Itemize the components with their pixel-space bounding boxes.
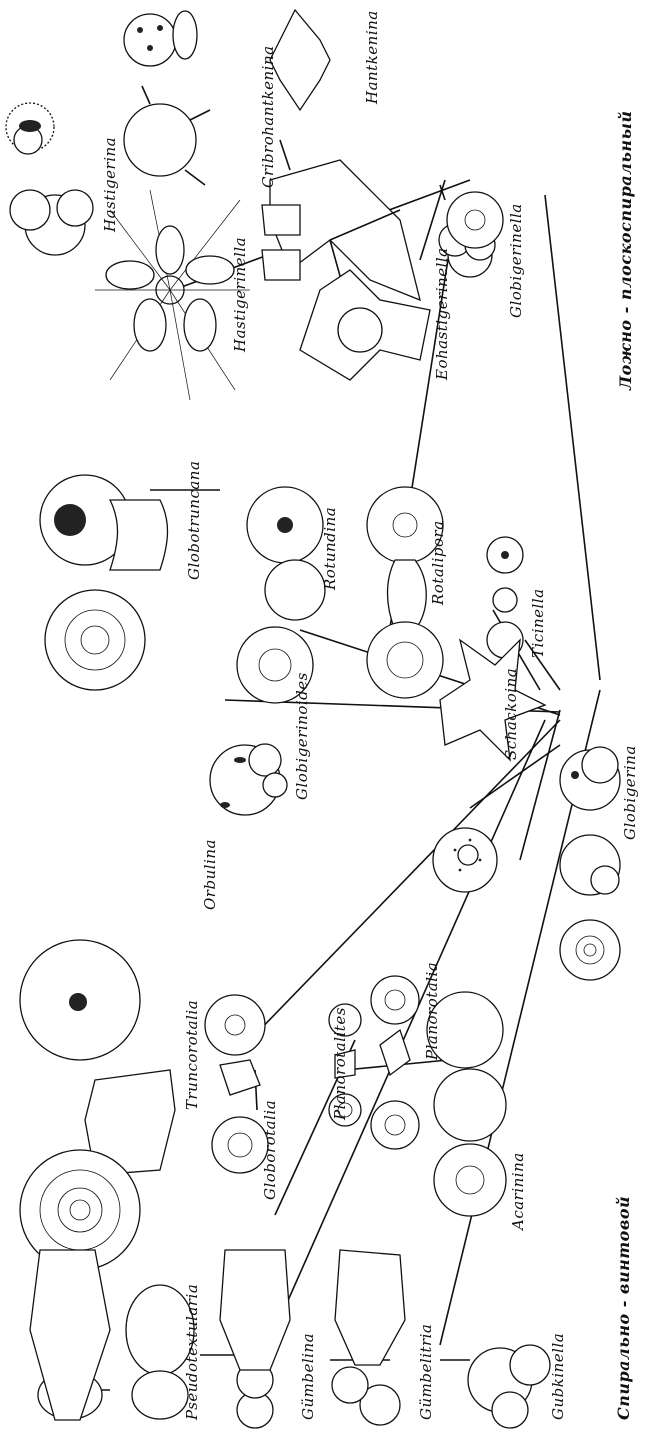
taxon-label-globigerinoides: Globigerinoides <box>294 672 310 800</box>
taxon-label-planorotalia: Planorotalia <box>424 962 440 1060</box>
orbulina-specimen <box>433 828 497 892</box>
taxon-label-hastigerina: Hastigerina <box>102 137 118 232</box>
taxon-label-eohastigerinella: Eohastigerinella <box>434 247 450 380</box>
gumbelitria-specimens <box>332 1250 405 1425</box>
globigerinoides-specimen <box>210 744 287 815</box>
taxon-label-gumbelina: Gümbelina <box>300 1333 316 1420</box>
taxon-label-gumbelitria: Gümbelitria <box>418 1324 434 1420</box>
taxon-label-schackoina: Schackoina <box>503 668 519 760</box>
group-label-pseudo-planispiral: Ложно - плоскоспиральный <box>618 111 634 391</box>
planorotalia-specimens <box>371 976 419 1149</box>
group-label-trochospiral-helical: Спирально - винтовой <box>616 1196 632 1420</box>
taxon-label-cribrohantkenina: Cribrohantkenina <box>260 45 276 188</box>
taxon-label-globigerinella: Globigerinella <box>508 203 524 318</box>
globorotalia-specimens <box>205 995 268 1173</box>
taxon-label-orbulina: Orbulina <box>202 839 218 910</box>
taxon-label-planorotalites: Planorotalites <box>332 1007 348 1120</box>
truncorotalia-specimens <box>20 940 175 1270</box>
taxon-label-rotundina: Rotundina <box>322 507 338 590</box>
taxon-label-rotalipora: Rotalipora <box>430 520 446 605</box>
taxon-label-truncorotalia: Truncorotalia <box>184 1000 200 1110</box>
globigerina-specimens <box>560 747 620 980</box>
pseudotextularia-specimens <box>30 1250 194 1420</box>
taxon-label-globotruncana: Globotruncana <box>186 461 202 580</box>
globotruncana-specimens <box>40 475 168 690</box>
taxon-label-pseudotextularia: Pseudotextularia <box>184 1284 200 1420</box>
taxon-label-hantkenina: Hantkenina <box>364 10 380 104</box>
schackoina-specimen <box>440 640 545 760</box>
taxon-label-acarinina: Acarinina <box>510 1152 526 1230</box>
cribrohantkenina-specimens <box>124 11 210 185</box>
hastigerina-specimens <box>6 103 93 255</box>
gumbelina-specimens <box>220 1250 290 1428</box>
taxon-label-ticinella: Ticinella <box>530 588 546 658</box>
taxon-label-globigerina: Globigerina <box>622 745 638 840</box>
ticinella-specimens <box>487 537 523 658</box>
gubkinella-specimens <box>468 1345 550 1428</box>
taxon-label-hastigerinella: Hastigerinella <box>232 237 248 352</box>
hastigerinella-specimens <box>95 190 300 400</box>
rotundina-specimens <box>237 487 325 703</box>
taxon-label-gubkinella: Gubkinella <box>550 1333 566 1420</box>
taxon-label-globorotalia: Globorotalia <box>262 1100 278 1200</box>
